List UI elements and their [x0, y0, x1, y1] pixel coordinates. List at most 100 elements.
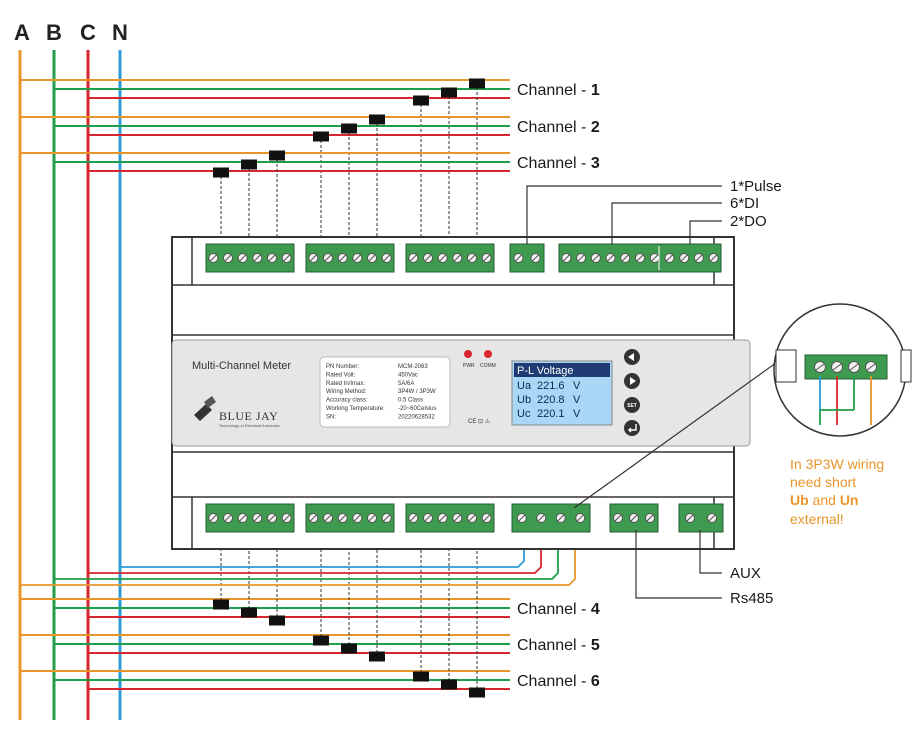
phase-label-b: B — [46, 20, 62, 45]
spec-key: SN: — [326, 414, 336, 420]
zoom-screw-slot — [849, 363, 859, 371]
screw-slot — [532, 254, 539, 262]
bottom-terminal-ch5 — [305, 503, 395, 533]
screw-slot — [630, 514, 638, 522]
screw-slot — [468, 514, 476, 522]
channel-label-2: Channel - 2 — [517, 119, 600, 136]
aux-label: AUX — [730, 565, 761, 582]
channel-label-1: Channel - 1 — [517, 82, 600, 99]
top-terminal-ch2 — [305, 243, 395, 273]
zoom-screw-slot — [832, 363, 842, 371]
screw-slot — [424, 514, 432, 522]
note-un: Un — [840, 492, 859, 508]
top-terminal-ch1 — [205, 243, 295, 273]
screw-slot — [439, 254, 447, 262]
screw-slot — [339, 254, 347, 262]
screw-slot — [353, 254, 361, 262]
voltage-wire-a — [20, 530, 576, 586]
left-button[interactable] — [624, 349, 640, 365]
spec-value: 3P4W / 3P3W — [398, 389, 436, 395]
screw-slot — [368, 514, 376, 522]
screw-slot — [239, 514, 247, 522]
screw-slot — [686, 514, 694, 522]
screw-slot — [710, 254, 717, 262]
screw-slot — [409, 514, 417, 522]
screw-slot — [483, 514, 491, 522]
screw-slot — [224, 514, 232, 522]
screw-slot — [614, 514, 622, 522]
spec-key: Accuracy class: — [326, 398, 368, 404]
pwr-led — [464, 350, 472, 358]
spec-key: Wiring Method: — [326, 389, 367, 395]
screw-slot — [666, 254, 673, 262]
brand-name: BLUE JAY — [219, 409, 278, 423]
rs485-label: Rs485 — [730, 590, 773, 607]
channel-label-3: Channel - 3 — [517, 155, 600, 172]
screw-slot — [424, 254, 432, 262]
set-button[interactable]: SET — [624, 397, 640, 413]
screw-slot — [209, 514, 217, 522]
spec-key: PN Number: — [326, 364, 359, 370]
terminal-blocks — [205, 243, 724, 533]
comm-led-label: COMM — [480, 363, 496, 369]
screw-slot — [563, 254, 570, 262]
lcd-row-unit: V — [573, 394, 581, 406]
screw-slot — [383, 514, 391, 522]
screw-slot — [646, 514, 654, 522]
screw-slot — [607, 254, 614, 262]
screw-slot — [680, 254, 688, 262]
screw-slot — [621, 254, 629, 262]
phase-label-n: N — [112, 20, 128, 45]
lcd-row-name: Ub — [517, 394, 531, 406]
lcd-row-value: 221.6 — [537, 380, 565, 392]
cert-marks: CE ⊡ ⚠ — [468, 418, 491, 425]
screw-slot — [268, 254, 276, 262]
right-button[interactable] — [624, 373, 640, 389]
enter-button[interactable] — [624, 420, 640, 436]
zoom-screw-slot — [866, 363, 876, 371]
screw-slot — [383, 254, 391, 262]
screw-slot — [283, 514, 291, 522]
screw-slot — [224, 254, 232, 262]
spec-key: Working Temperature: — [326, 406, 385, 412]
lcd-row-unit: V — [573, 408, 581, 420]
spec-value: 20220628532 — [398, 414, 435, 420]
channel-label-5: Channel - 5 — [517, 637, 600, 654]
device-title: Multi-Channel Meter — [192, 360, 291, 372]
spec-key: Rated In/Imax: — [326, 381, 365, 387]
spec-value: 450Vac — [398, 372, 418, 378]
note-line-4: external! — [790, 511, 844, 527]
lcd-row-value: 220.1 — [537, 408, 565, 420]
io-leader-lines — [526, 185, 781, 599]
screw-slot — [557, 514, 565, 522]
meter-device — [171, 236, 751, 550]
channel-labels: Channel - 1 Channel - 2 Channel - 3 Channel… — [517, 82, 600, 690]
spec-value: -20~60Celsius — [398, 406, 437, 412]
screw-slot — [309, 254, 317, 262]
lcd-row-unit: V — [573, 380, 581, 392]
channel-label-4: Channel - 4 — [517, 601, 600, 618]
screw-slot — [537, 514, 545, 522]
bottom-terminal-ch6 — [405, 503, 495, 533]
screw-slot — [468, 254, 476, 262]
spec-key: Rated Volt: — [326, 372, 356, 378]
zoom-terminal-screws — [814, 361, 877, 373]
pulse-label: 1*Pulse — [730, 178, 782, 195]
spec-value: 5A/6A — [398, 381, 414, 387]
front-panel — [171, 339, 751, 447]
screw-slot — [651, 254, 659, 262]
zoom-screw-slot — [815, 363, 825, 371]
screw-slot — [708, 514, 716, 522]
screw-slot — [515, 254, 522, 262]
channel-wiring — [20, 79, 576, 694]
arrow-left-icon — [628, 353, 634, 361]
top-terminal-ch3 — [405, 243, 495, 273]
screw-slot — [324, 254, 332, 262]
spec-value: MCM-2063 — [398, 364, 428, 370]
di-label: 6*DI — [730, 195, 759, 212]
brand-logo — [194, 396, 216, 421]
phase-label-a: A — [14, 20, 30, 45]
comm-led — [484, 350, 492, 358]
phase-label-c: C — [80, 20, 96, 45]
